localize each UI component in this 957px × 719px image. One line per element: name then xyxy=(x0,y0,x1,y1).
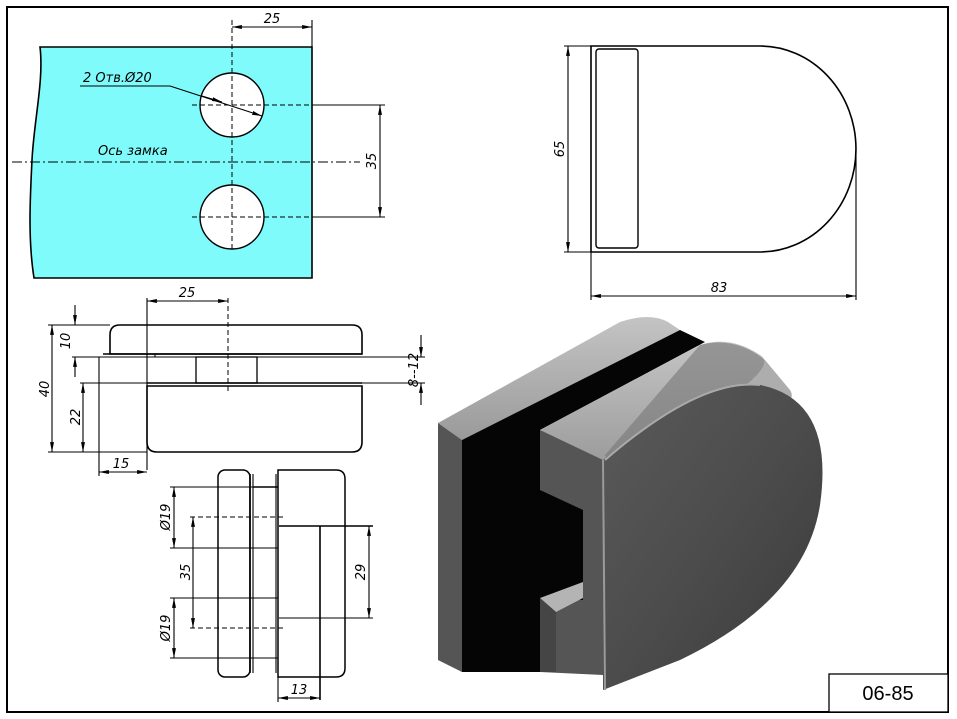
title-block: 06-85 xyxy=(828,673,949,713)
front-body xyxy=(277,469,346,678)
side-top-plate xyxy=(109,324,363,355)
dim-top-plate: 10 xyxy=(59,333,74,350)
dim-height: 65 xyxy=(553,141,568,158)
side-body xyxy=(146,385,363,453)
dim-edge-offset: 15 xyxy=(113,457,130,472)
glass-view: 25 35 2 Отв.Ø20 Ось замка xyxy=(12,12,385,279)
drawing-code: 06-85 xyxy=(862,683,913,705)
front-face xyxy=(603,384,823,690)
gasket xyxy=(462,330,705,672)
side-bolt xyxy=(195,356,258,384)
clamp-3d-render xyxy=(438,317,823,691)
dim-hole-offset: 25 xyxy=(264,12,281,27)
side-view: 25 10 40 22 8--12 15 xyxy=(38,286,425,476)
lock-axis-label: Ось замка xyxy=(98,144,168,159)
front-view: Ø19 35 Ø19 29 13 xyxy=(159,469,373,702)
front-plate xyxy=(217,469,251,678)
dim-slot-width: 29 xyxy=(354,564,369,581)
dim-slot-depth: 13 xyxy=(291,683,308,698)
clamp-plate xyxy=(595,48,639,249)
drawing-frame xyxy=(6,6,949,713)
dim-front-hole-spacing: 35 xyxy=(179,564,194,581)
top-view: 65 83 xyxy=(553,45,857,300)
dim-side-hole-offset: 25 xyxy=(179,286,196,301)
dim-gap-range: 8--12 xyxy=(407,353,422,387)
dim-width: 83 xyxy=(711,281,728,296)
dim-hole-dia-top: Ø19 xyxy=(159,504,174,532)
hole-note: 2 Отв.Ø20 xyxy=(83,71,152,86)
dim-bottom-body: 22 xyxy=(69,409,84,426)
dim-total-height: 40 xyxy=(38,381,53,398)
dim-hole-dia-bottom: Ø19 xyxy=(159,615,174,643)
dim-hole-spacing: 35 xyxy=(365,153,380,170)
